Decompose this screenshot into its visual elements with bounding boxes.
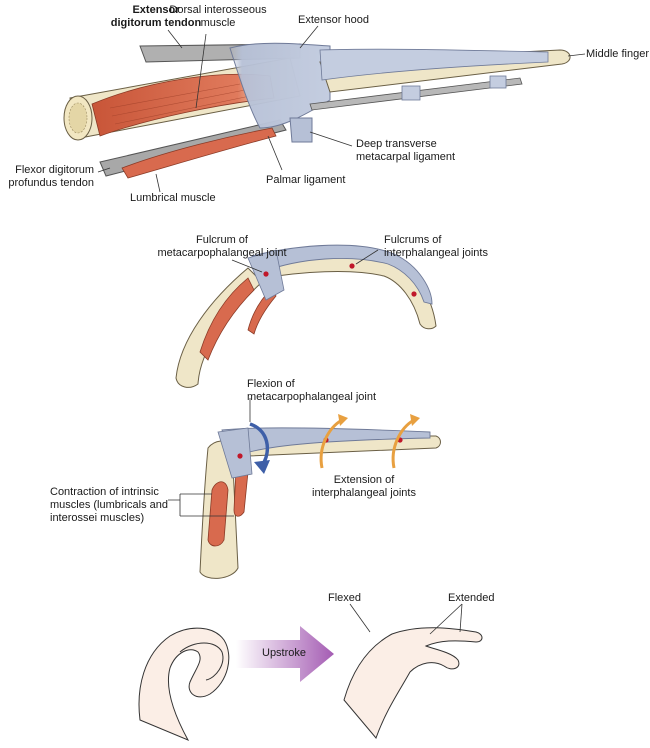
panel1-finger-illustration — [63, 25, 586, 193]
label-fulcrums-ip: Fulcrums of interphalangeal joints — [384, 234, 488, 259]
label-deep-transverse-ligament: Deep transverse metacarpal ligament — [356, 138, 456, 163]
right-hand-flexed-extended — [343, 627, 483, 739]
extensor-hood — [229, 42, 331, 129]
panel2-finger-illustration — [175, 244, 437, 388]
label-fulcrum-mcp: Fulcrum of metacarpophalangeal joint — [157, 234, 287, 259]
panel3-intrinsic-muscle-1 — [207, 481, 229, 547]
panel3-extensor-hood — [221, 427, 431, 459]
label-dorsal-interosseous: Dorsal interosseous muscle — [169, 4, 267, 29]
flexion-arrowhead — [254, 460, 270, 474]
panel2-extensor-hood — [251, 244, 433, 305]
label-flexion-mcp: Flexion of metacarpophalangeal joint — [247, 378, 377, 403]
extension-arrowhead-pip — [338, 414, 348, 426]
lumbrical-muscle — [121, 127, 277, 179]
left-hand-okay-gesture — [138, 627, 230, 742]
panel3-finger-illustration — [168, 398, 441, 579]
label-upstroke: Upstroke — [262, 647, 307, 659]
label-extended: Extended — [448, 592, 495, 604]
label-flexor-profundus: Flexor digitorum profundus tendon — [8, 164, 94, 189]
label-flexed: Flexed — [328, 592, 362, 604]
pulley-2 — [489, 75, 507, 89]
fulcrum-pip-dot — [349, 263, 355, 269]
label-palmar-ligament: Palmar ligament — [266, 174, 346, 186]
label-middle-finger: Middle finger — [586, 48, 649, 60]
extension-arrowhead-dip — [410, 414, 420, 426]
left-hand-thumb — [179, 642, 224, 681]
lateral-extensor-band — [319, 48, 549, 81]
upstroke-arrow — [236, 626, 334, 682]
fulcrum-dip-dot — [411, 291, 417, 297]
label-extension-ip: Extension of interphalangeal joints — [312, 474, 416, 499]
bone-marrow-texture — [68, 102, 88, 134]
pulley-1 — [401, 85, 421, 101]
panel4-hands-illustration — [138, 603, 483, 742]
label-extensor-tendon: Extensor digitorum tendon — [110, 4, 202, 29]
label-lumbrical: Lumbrical muscle — [130, 192, 216, 204]
panel2-intrinsic-muscle-2 — [247, 287, 277, 335]
panel3-hood-expansion — [217, 427, 253, 479]
label-extensor-hood: Extensor hood — [298, 14, 369, 26]
label-intrinsic-contraction: Contraction of intrinsic muscles (lumbri… — [50, 486, 168, 524]
extension-arrow-pip — [319, 418, 343, 469]
panel2-intrinsic-muscle-1 — [199, 277, 255, 361]
deep-transverse-metacarpal-ligament — [289, 117, 313, 143]
fulcrum-mcp-dot — [263, 271, 269, 277]
extension-arrow-dip — [391, 418, 415, 469]
panel3-fulcrum-mcp-dot — [237, 453, 243, 459]
